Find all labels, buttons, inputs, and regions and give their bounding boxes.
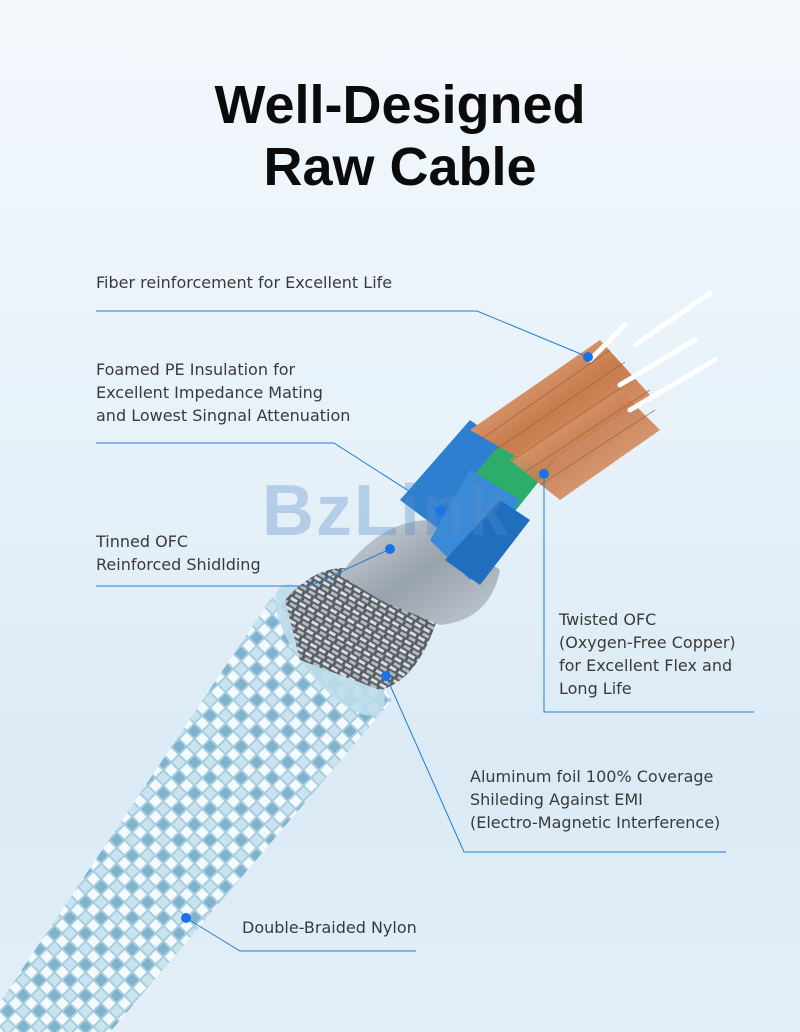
callout-tinned-line-1: Tinned OFC bbox=[96, 532, 189, 551]
callout-tinned-line-2: Reinforced Shidlding bbox=[96, 555, 261, 574]
callout-aluminum-line-2: Shileding Against EMI bbox=[470, 790, 643, 809]
callout-foamed: Foamed PE Insulation for Excellent Imped… bbox=[96, 358, 350, 427]
callout-tinned: Tinned OFC Reinforced Shidlding bbox=[96, 530, 261, 576]
callout-foamed-line-3: and Lowest Singnal Attenuation bbox=[96, 406, 351, 425]
leader-foamed bbox=[96, 442, 441, 512]
callout-aluminum-line-3: (Electro-Magnetic Interference) bbox=[470, 813, 721, 832]
dot-tinned bbox=[385, 544, 395, 554]
callout-foamed-line-2: Excellent Impedance Mating bbox=[96, 383, 323, 402]
callout-aluminum-line-1: Aluminum foil 100% Coverage bbox=[470, 767, 714, 786]
leader-tinned bbox=[96, 548, 391, 587]
callout-twisted-line-1: Twisted OFC bbox=[559, 610, 657, 629]
dot-fiber bbox=[583, 352, 593, 362]
callout-fiber-line-1: Fiber reinforcement for Excellent Life bbox=[96, 273, 393, 292]
leader-fiber bbox=[96, 310, 589, 358]
dot-foamed bbox=[435, 506, 445, 516]
page-title: Well-Designed Raw Cable bbox=[0, 74, 800, 198]
callout-twisted-line-4: Long Life bbox=[559, 679, 632, 698]
callout-fiber: Fiber reinforcement for Excellent Life bbox=[96, 271, 392, 294]
callout-nylon: Double-Braided Nylon bbox=[242, 916, 417, 939]
callout-twisted-line-3: for Excellent Flex and bbox=[559, 656, 733, 675]
callout-nylon-line-1: Double-Braided Nylon bbox=[242, 918, 417, 937]
title-line-1: Well-Designed bbox=[214, 75, 586, 135]
watermark: BzLink bbox=[262, 471, 511, 551]
callout-foamed-line-1: Foamed PE Insulation for bbox=[96, 360, 296, 379]
fiber-strands bbox=[587, 290, 718, 413]
leader-twisted bbox=[543, 474, 754, 713]
callout-twisted: Twisted OFC (Oxygen-Free Copper) for Exc… bbox=[559, 608, 736, 700]
title-line-2: Raw Cable bbox=[263, 137, 537, 197]
dot-twisted bbox=[539, 469, 549, 479]
dot-aluminum bbox=[381, 671, 391, 681]
dot-nylon bbox=[181, 913, 191, 923]
leader-nylon bbox=[185, 917, 416, 952]
callout-twisted-line-2: (Oxygen-Free Copper) bbox=[559, 633, 736, 652]
callout-aluminum: Aluminum foil 100% Coverage Shileding Ag… bbox=[470, 765, 720, 834]
leader-aluminum bbox=[385, 675, 726, 853]
